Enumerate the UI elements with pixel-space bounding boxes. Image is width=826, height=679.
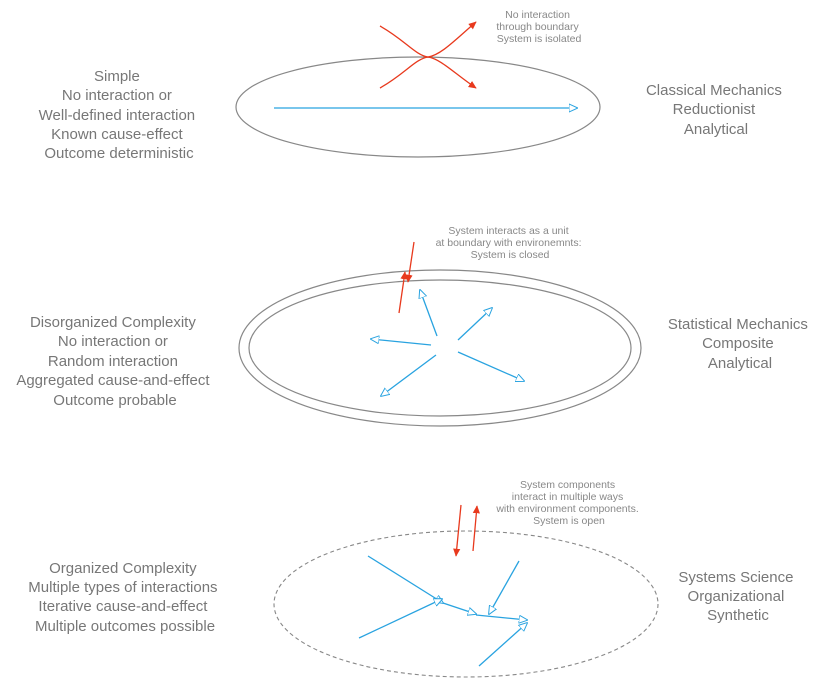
open-inbound-arrow [453, 504, 462, 557]
closed-outbound-arrow [398, 271, 408, 314]
closed-system-outer-boundary [238, 269, 642, 427]
disorganized-line-4: Aggregated cause-and-effect [16, 372, 210, 389]
disorganized-line-3: Random interaction [48, 353, 178, 370]
organized-line-1: Organized Complexity [49, 560, 197, 577]
row-disorganized-complexity: Disorganized Complexity No interaction o… [16, 225, 812, 427]
isolated-note-line-2: through boundary [496, 21, 579, 33]
open-system-note: System components interact in multiple w… [495, 479, 641, 527]
isolated-system-note: No interaction through boundary System i… [496, 9, 581, 45]
organized-arrow-a [367, 555, 443, 603]
organized-arrow-f [478, 623, 527, 667]
organized-line-2: Multiple types of interactions [28, 579, 217, 596]
open-note-line-2: interact in multiple ways [512, 491, 623, 503]
row-organized-complexity: Organized Complexity Multiple types of i… [28, 479, 797, 678]
open-outbound-arrow [472, 505, 480, 552]
systems-science-label: Systems Science Organizational Synthetic [678, 569, 797, 624]
disorganized-line-2: No interaction or [58, 333, 168, 350]
closed-system-note: System interacts as a unit at boundary w… [436, 225, 585, 261]
simple-line-1: Simple [94, 68, 140, 85]
closed-note-line-2: at boundary with environemnts: [436, 237, 582, 249]
deflected-arrow-upper [379, 21, 477, 58]
simple-line-3: Well-defined interaction [39, 107, 195, 124]
isolated-system-boundary [235, 56, 601, 158]
closed-inbound-arrow [405, 241, 415, 283]
simple-right-line-1: Classical Mechanics [646, 82, 782, 99]
disorganized-right-line-1: Statistical Mechanics [668, 316, 808, 333]
isolated-note-line-1: No interaction [505, 9, 570, 21]
closed-note-line-3: System is closed [471, 249, 550, 261]
random-arrow-up-right [457, 308, 492, 341]
deflected-arrow-lower [379, 56, 477, 89]
random-arrow-up [420, 290, 438, 337]
isolated-note-line-3: System is isolated [497, 33, 582, 45]
closed-system-inner-boundary [248, 279, 632, 417]
open-note-line-3: with environment components. [495, 503, 638, 515]
row-simple: Simple No interaction or Well-defined in… [39, 9, 786, 162]
disorganized-line-5: Outcome probable [53, 392, 176, 409]
simple-line-2: No interaction or [62, 87, 172, 104]
organized-arrow-d [489, 560, 520, 614]
organized-arrow-c [442, 602, 476, 614]
random-arrow-down-left [381, 354, 437, 396]
disorganized-description: Disorganized Complexity No interaction o… [16, 314, 213, 409]
organized-right-line-1: Systems Science [678, 569, 793, 586]
disorganized-right-line-2: Composite [702, 335, 774, 352]
organized-line-3: Iterative cause-and-effect [38, 598, 208, 615]
classical-mechanics-label: Classical Mechanics Reductionist Analyti… [646, 82, 786, 138]
random-arrow-left [371, 339, 432, 346]
simple-line-5: Outcome deterministic [44, 145, 194, 162]
organized-arrow-e [475, 614, 527, 620]
random-arrow-right [457, 351, 524, 381]
disorganized-line-1: Disorganized Complexity [30, 314, 196, 331]
organized-line-4: Multiple outcomes possible [35, 618, 215, 635]
organized-description: Organized Complexity Multiple types of i… [28, 560, 221, 635]
simple-right-line-3: Analytical [684, 121, 748, 138]
disorganized-right-line-3: Analytical [708, 355, 772, 372]
organized-right-line-3: Synthetic [707, 607, 769, 624]
simple-description: Simple No interaction or Well-defined in… [39, 68, 200, 162]
statistical-mechanics-label: Statistical Mechanics Composite Analytic… [668, 316, 812, 372]
open-note-line-4: System is open [533, 515, 605, 527]
open-note-line-1: System components [520, 479, 615, 491]
organized-arrow-b [358, 599, 442, 639]
open-system-boundary [273, 530, 659, 678]
closed-note-line-1: System interacts as a unit [448, 225, 568, 237]
simple-line-4: Known cause-effect [51, 126, 183, 143]
simple-right-line-2: Reductionist [673, 101, 756, 118]
organized-right-line-2: Organizational [688, 588, 785, 605]
